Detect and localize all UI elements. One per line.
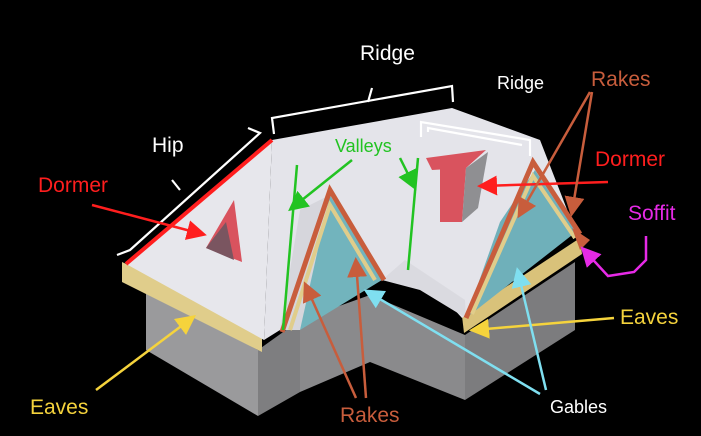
hip-line [124,138,274,266]
dormer-right-arrow [477,175,609,196]
ridge-right-bracket [419,120,532,156]
rakes-bottom-arrow-2 [347,257,368,399]
front-roof-plane-mid [382,260,466,318]
rakes-top-arrow-1 [517,91,592,219]
label-dormer-left: Dormer [38,174,108,197]
ridge-brackets [116,84,532,257]
label-valleys: Valleys [335,136,392,156]
rake-trims [279,156,583,333]
hip-roof-face [126,140,272,340]
wall-valley-front [300,295,465,400]
label-eaves-right: Eaves [620,306,678,329]
rakes-bottom-arrow-1 [302,281,358,399]
dormer-right-shape [426,150,488,222]
label-rakes-bottom: Rakes [340,404,400,427]
annotation-arrows [91,91,648,399]
soffit-corner [572,228,590,250]
dormer-left-arrow [91,203,207,240]
text-labels: Ridge Ridge Hip Valleys Rakes Dormer Dor… [30,42,678,427]
ridge-left-bracket [270,84,455,135]
ridge-right-inner [426,126,523,147]
eave-left-long [122,262,262,352]
label-hip: Hip [152,134,184,157]
rakes-top-arrow-2 [564,91,594,217]
dormer-right-roof [426,150,486,170]
label-ridge-right: Ridge [497,73,544,93]
valleys-arrow-right [398,157,417,191]
dormer-left-shadow [206,222,234,260]
gables-arrow-1 [363,289,541,396]
label-soffit: Soffit [628,202,676,225]
valley-line-right [406,157,420,271]
ridge-left-tick [366,87,374,103]
label-gables: Gables [550,397,607,417]
gable-right [466,170,576,318]
gables-arrow-2 [511,267,548,391]
rake-left-gable [279,184,387,333]
valleys-arrow-left [288,159,353,212]
wall-center-front [258,320,300,416]
dormer-left-shape [206,200,242,262]
dormer-right-side [462,152,488,222]
hip-tick [171,179,181,191]
label-ridge-left: Ridge [360,42,415,65]
eaves-right-arrow [469,316,615,339]
hip-bracket [116,126,263,257]
label-dormer-right: Dormer [595,148,665,171]
soffit-arrow [580,236,648,278]
eaves-left-arrow [95,315,196,391]
rake-right-inner-trim [470,171,577,315]
label-eaves-left: Eaves [30,396,88,419]
dormer-right-face [440,168,466,222]
rake-right-gable [463,156,583,319]
label-rakes-top: Rakes [591,68,651,91]
